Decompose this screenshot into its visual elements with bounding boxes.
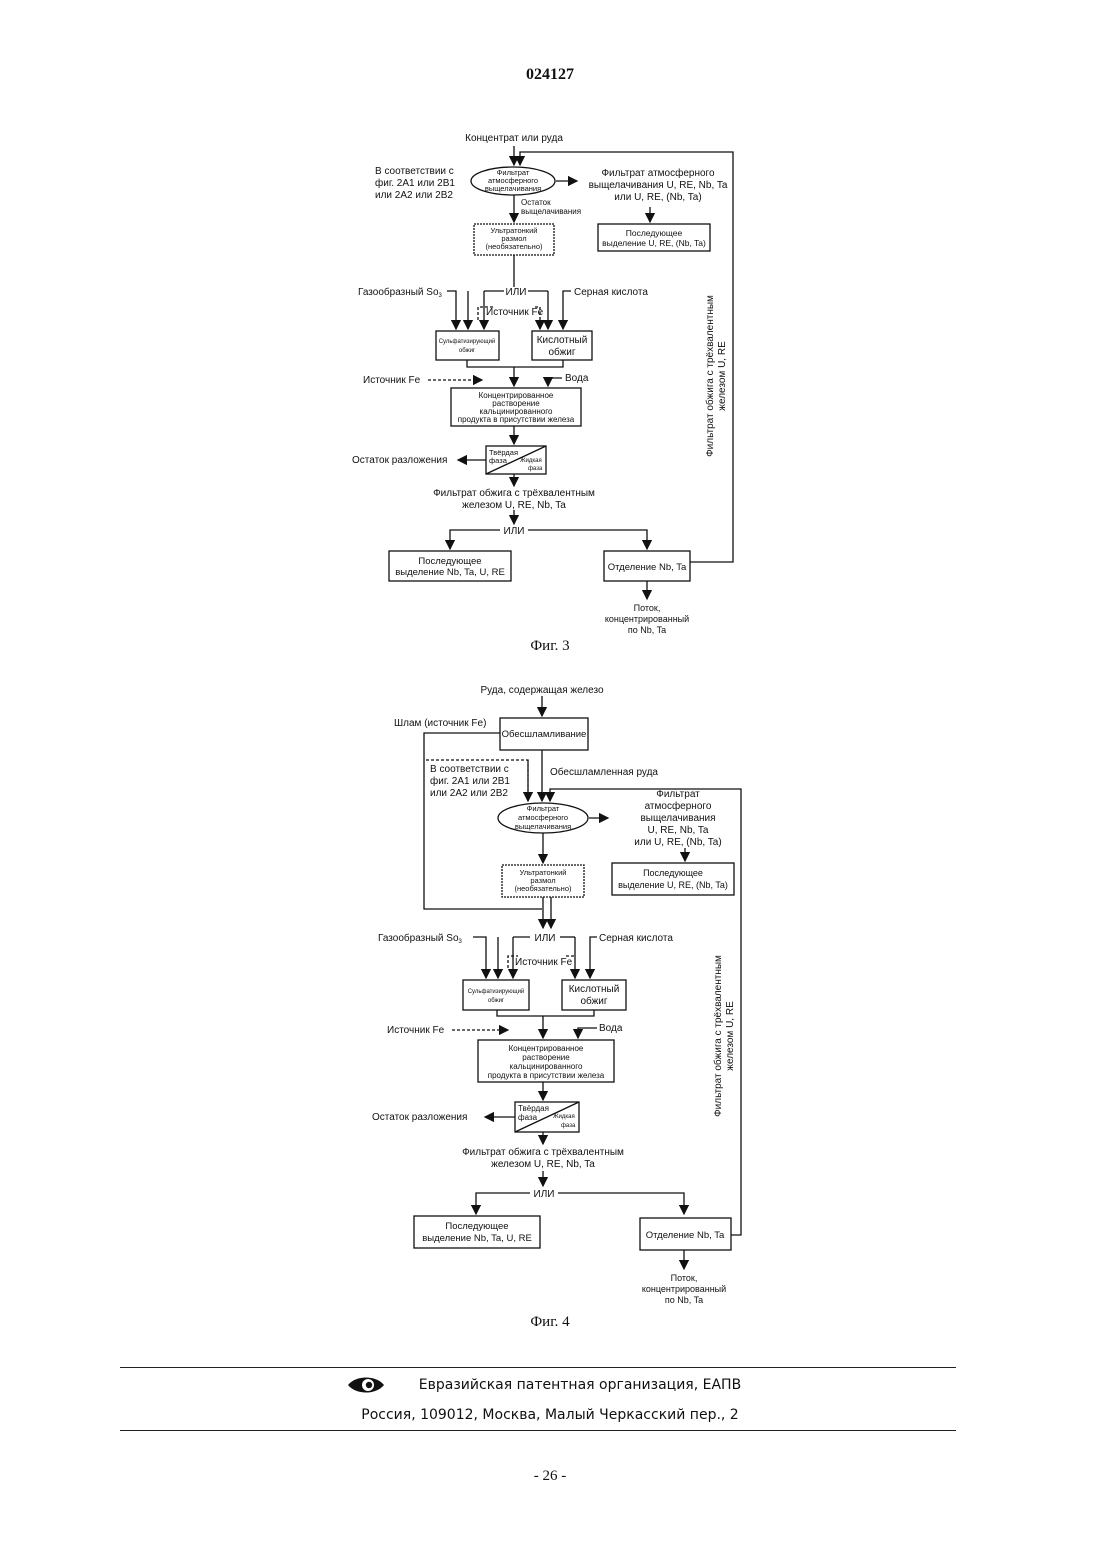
fig4-stream-1: Поток, xyxy=(671,1273,698,1283)
fig3-fe-source: Источник Fe xyxy=(486,307,544,318)
fig3-so3-label: Газообразный So3 xyxy=(358,286,443,299)
fig4-vertical-1: Фильтрат обжига с трёхвалентным xyxy=(712,955,724,1117)
fig4-roast-filtrate-1: Фильтрат обжига с трёхвалентным xyxy=(462,1146,624,1158)
fig4-conc-1: Концентрированное xyxy=(509,1044,584,1053)
fig3-vertical-2: железом U, RE xyxy=(717,341,728,411)
sulfating-box xyxy=(436,331,499,360)
fig3-filtrate-2: выщелачивания U, RE, Nb, Ta xyxy=(589,180,728,191)
fig4-deslimed: Обесшламленная руда xyxy=(550,766,658,778)
fig4-solid-2: фаза xyxy=(518,1113,538,1122)
fig3-or-1: ИЛИ xyxy=(506,287,527,298)
fig4-subsequent-top-1: Последующее xyxy=(643,868,703,878)
fig3-leach-3: выщелачивания xyxy=(485,184,541,193)
fig3-decomp: Остаток разложения xyxy=(352,455,447,466)
fig3-residue-2: выщелачивания xyxy=(521,207,581,216)
fig4-according-3: или 2A2 или 2B2 xyxy=(430,788,508,799)
fig4-fe-source: Источник Fe xyxy=(515,957,573,968)
fig3-stream-1: Поток, xyxy=(634,603,661,613)
figure-3-flowchart: Концентрат или руда В соответствии с фиг… xyxy=(0,124,1100,664)
fig4-leach-1: Фильтрат xyxy=(527,804,560,813)
fig3-subsequent-top-2: выделение U, RE, (Nb, Ta) xyxy=(602,238,706,248)
fig3-according-3: или 2A2 или 2B2 xyxy=(375,190,453,201)
footer-top-rule xyxy=(120,1367,956,1368)
fig3-according-1: В соответствии с xyxy=(375,166,454,177)
fig4-decomp: Остаток разложения xyxy=(372,1112,467,1123)
fig4-conc-2: растворение xyxy=(522,1053,570,1062)
footer-organization: Евразийская патентная организация, ЕАПВ xyxy=(0,1377,1100,1393)
fig4-sulfuric-label: Серная кислота xyxy=(599,933,673,944)
fig3-fe-source-2: Источник Fe xyxy=(363,375,421,386)
fig3-residue-1: Остаток xyxy=(521,198,551,207)
fig4-according-1: В соответствии с xyxy=(430,764,509,775)
fig3-filtrate-3: или U, RE, (Nb, Ta) xyxy=(614,192,701,203)
fig4-subsequent-bottom-1: Последующее xyxy=(445,1221,508,1232)
fig3-subsequent-top-1: Последующее xyxy=(626,228,683,238)
footer-bottom-rule xyxy=(120,1430,956,1431)
fig3-sulfuric-label: Серная кислота xyxy=(574,287,648,298)
fig4-mill-3: (необязательно) xyxy=(515,884,572,893)
fig4-fe-source-2: Источник Fe xyxy=(387,1025,445,1036)
sulfating-box xyxy=(463,980,529,1010)
fig3-subsequent-bottom-2: выделение Nb, Ta, U, RE xyxy=(395,567,505,578)
fig4-subsequent-bottom-2: выделение Nb, Ta, U, RE xyxy=(422,1233,532,1244)
fig4-filtrate-1: Фильтрат xyxy=(656,789,700,800)
fig3-acid-1: Кислотный xyxy=(537,335,588,346)
footer-address: Россия, 109012, Москва, Малый Черкасский… xyxy=(0,1407,1100,1423)
fig3-separation: Отделение Nb, Ta xyxy=(608,562,687,573)
fig4-roast-filtrate-2: железом U, RE, Nb, Ta xyxy=(491,1159,595,1170)
fig4-filtrate-4: U, RE, Nb, Ta xyxy=(648,825,709,836)
document-number: 024127 xyxy=(0,66,1100,84)
fig4-water: Вода xyxy=(599,1023,623,1034)
fig3-sulfating-2: обжиг xyxy=(459,348,476,354)
fig3-water: Вода xyxy=(565,373,589,384)
figure-3-caption: Фиг. 3 xyxy=(0,638,1100,655)
fig4-desliming: Обесшламливание xyxy=(502,729,587,740)
fig3-roast-filtrate-2: железом U, RE, Nb, Ta xyxy=(462,500,566,511)
fig3-subsequent-bottom-1: Последующее xyxy=(418,556,481,567)
fig4-filtrate-2: атмосферного xyxy=(645,800,712,812)
fig4-filtrate-5: или U, RE, (Nb, Ta) xyxy=(634,837,721,848)
fig3-concentrate-label: Концентрат или руда xyxy=(465,133,563,144)
figure-4-caption: Фиг. 4 xyxy=(0,1314,1100,1331)
fig4-or-1: ИЛИ xyxy=(535,933,556,944)
fig3-vertical-1: Фильтрат обжига с трёхвалентным xyxy=(704,295,716,457)
page-number: - 26 - xyxy=(0,1468,1100,1485)
fig4-acid-2: обжиг xyxy=(580,995,607,1007)
fig4-acid-1: Кислотный xyxy=(569,984,620,995)
figure-4-flowchart: Руда, содержащая железо Шлам (источник F… xyxy=(0,676,1100,1316)
fig3-roast-filtrate-1: Фильтрат обжига с трёхвалентным xyxy=(433,487,595,499)
fig3-stream-2: концентрированный xyxy=(605,614,689,624)
fig4-liquid-1: Жидкая xyxy=(553,1114,575,1120)
fig3-stream-3: по Nb, Ta xyxy=(628,625,666,635)
fig4-solid-1: Твёрдая xyxy=(518,1104,549,1113)
fig3-filtrate-1: Фильтрат атмосферного xyxy=(601,167,715,179)
fig3-according-2: фиг. 2A1 или 2B1 xyxy=(375,177,455,189)
fig4-vertical-2: железом U, RE xyxy=(725,1001,736,1071)
fig3-mill-3: (необязательно) xyxy=(486,242,543,251)
fig4-according-2: фиг. 2A1 или 2B1 xyxy=(430,775,510,787)
fig3-solid-2: фаза xyxy=(489,456,508,465)
fig4-conc-3: кальцинированного xyxy=(510,1062,583,1071)
fig4-filtrate-3: выщелачивания xyxy=(640,813,715,824)
fig3-liquid-1: Жидкая xyxy=(520,458,542,464)
fig4-stream-2: концентрированный xyxy=(642,1284,726,1294)
fig4-leach-3: выщелачивания xyxy=(515,822,571,831)
fig4-slime-label: Шлам (источник Fe) xyxy=(394,718,486,729)
fig3-sulfating-1: Сульфатизирующий xyxy=(439,338,496,345)
fig4-leach-2: атмосферного xyxy=(518,813,568,822)
fig4-liquid-2: фаза xyxy=(561,1123,576,1129)
fig3-conc-4: продукта в присутствии железа xyxy=(458,415,575,424)
fig4-sulfating-2: обжиг xyxy=(488,998,505,1004)
fig4-stream-3: по Nb, Ta xyxy=(665,1295,703,1305)
fig4-separation: Отделение Nb, Ta xyxy=(646,1230,725,1241)
fig3-or-2: ИЛИ xyxy=(504,526,525,537)
fig4-or-2: ИЛИ xyxy=(534,1189,555,1200)
fig4-sulfating-1: Сульфатизирующий xyxy=(468,988,525,995)
fig3-liquid-2: фаза xyxy=(528,466,543,472)
fig4-ore-label: Руда, содержащая железо xyxy=(480,685,604,696)
fig4-so3-label: Газообразный So3 xyxy=(378,932,463,945)
fig4-conc-4: продукта в присутствии железа xyxy=(488,1071,605,1080)
fig3-acid-2: обжиг xyxy=(548,346,575,358)
fig4-subsequent-top-2: выделение U, RE, (Nb, Ta) xyxy=(618,880,728,890)
